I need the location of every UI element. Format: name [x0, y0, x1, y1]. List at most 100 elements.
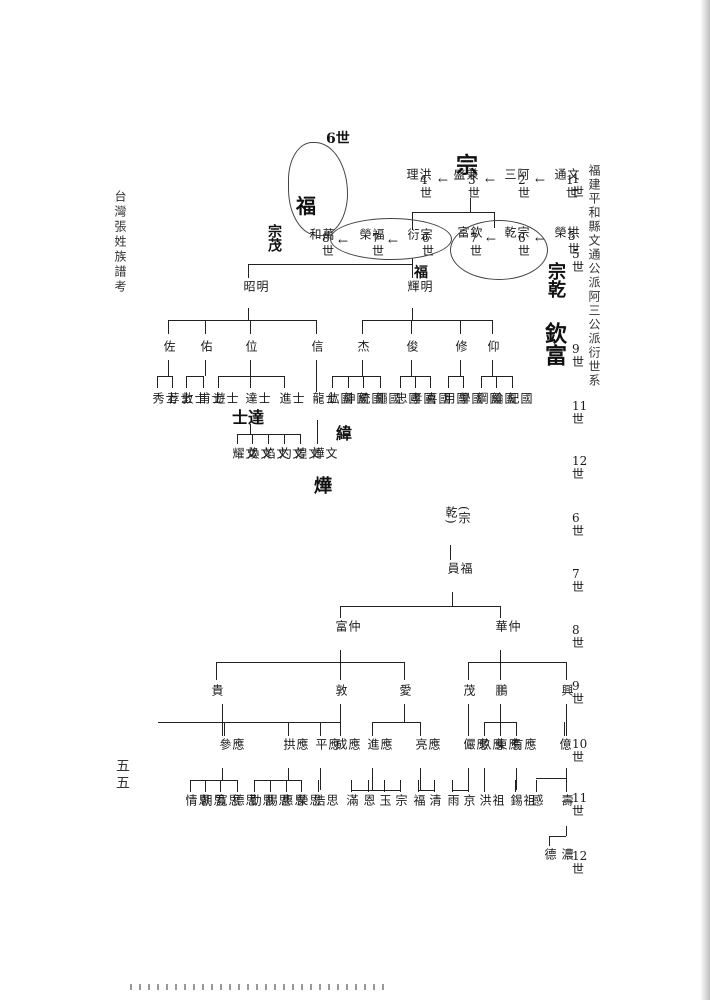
handwriting-oval-2 [450, 220, 548, 280]
page-number: 五五 [114, 758, 130, 792]
side-title: 台灣張姓族譜考 [113, 190, 127, 295]
connector-line [372, 768, 373, 790]
connector-line [320, 768, 321, 790]
connector-line [411, 360, 412, 376]
connector-line [448, 376, 463, 377]
connector-line [420, 722, 421, 736]
connector-line [468, 704, 469, 736]
person-name: 應有 [510, 738, 537, 751]
connector-line [340, 662, 341, 680]
connector-line [404, 662, 405, 680]
handwriting-note: 宗 [456, 153, 479, 179]
connector-line [351, 780, 352, 792]
person-name: 俊 [405, 340, 419, 353]
person-name: 應亮 [414, 738, 441, 751]
connector-line [448, 376, 449, 388]
connector-line [362, 320, 492, 321]
connector-line [222, 704, 223, 736]
connector-line [216, 662, 404, 663]
connector-line [351, 790, 400, 791]
handwriting-note: 緯 [336, 424, 353, 443]
connector-line [566, 780, 567, 792]
person-name: 壽 [560, 794, 574, 807]
connector-line [460, 320, 461, 334]
connector-line [248, 264, 249, 278]
handwriting-note: 宗乾 [545, 262, 566, 298]
person-name: 思德 [231, 794, 258, 807]
connector-line [248, 264, 412, 265]
connector-line [468, 780, 469, 792]
person-name: 濃 [560, 848, 574, 861]
connector-line [158, 722, 340, 723]
person-name: 杰 [356, 340, 370, 353]
person-name: 國忠 [394, 392, 421, 405]
connector-line [268, 434, 269, 444]
person-name: 兼盛 [452, 168, 479, 181]
connector-line [317, 420, 318, 444]
person-name: 拱榮 [553, 226, 580, 239]
connector-line [481, 376, 482, 388]
connector-line [340, 704, 341, 722]
generation-label: 9世 [572, 342, 585, 369]
connector-line [248, 308, 249, 320]
generation-label: 7世 [572, 567, 585, 594]
connector-line [286, 780, 287, 792]
connector-line [500, 650, 501, 662]
person-name: 佐 [162, 340, 176, 353]
connector-line [205, 780, 206, 792]
connector-line [216, 662, 217, 680]
connector-line [372, 722, 373, 736]
connector-line [270, 780, 271, 792]
person-name: 祖洪 [478, 794, 505, 807]
generation-label: 8世 [322, 231, 335, 258]
connector-line [172, 376, 173, 388]
person-name: 應成 [334, 738, 361, 751]
handwriting-note: 宗茂 [266, 224, 282, 252]
connector-line [332, 376, 333, 388]
person-name: 國統 [357, 392, 384, 405]
connector-line [190, 780, 191, 792]
connector-line [492, 360, 493, 376]
connector-line [348, 376, 349, 388]
connector-line [420, 768, 421, 790]
connector-line [500, 704, 501, 722]
person-name: 文焰 [262, 447, 289, 460]
connector-line [237, 780, 238, 792]
handwriting-circle [288, 142, 348, 236]
person-name: 億 [558, 738, 572, 751]
person-name: 應東 [494, 738, 521, 751]
connector-line [468, 722, 469, 736]
handwriting-note: 6世 [326, 131, 350, 147]
connector-line [549, 836, 566, 837]
generation-label: 12世 [572, 849, 588, 876]
person-name: 福 [412, 794, 426, 807]
person-name: 洪理 [405, 168, 432, 181]
connector-line [340, 722, 341, 736]
connector-line [318, 780, 319, 792]
person-name: 信 [310, 340, 324, 353]
person-name: 士敦 [180, 392, 207, 405]
connector-line [320, 722, 321, 736]
person-name: 國紳 [342, 392, 369, 405]
handwriting-note: 福 [414, 265, 428, 281]
connector-line [412, 308, 413, 320]
connector-line [316, 320, 317, 334]
person-name: 雨 [446, 794, 460, 807]
connector-line [418, 790, 434, 791]
person-name: 仰 [486, 340, 500, 353]
connector-line [468, 662, 469, 680]
person-name: 文煥 [246, 447, 273, 460]
person-name: 士荐 [166, 392, 193, 405]
person-name: 思賜 [264, 794, 291, 807]
connector-line [463, 376, 464, 388]
connector-line [340, 606, 500, 607]
generation-label: 5世 [572, 247, 585, 274]
connector-line [500, 662, 501, 680]
connector-line [250, 360, 251, 376]
connector-line [468, 662, 566, 663]
handwriting-note: 欽富 [541, 322, 567, 366]
generation-label: 12世 [572, 454, 588, 481]
connector-line [512, 376, 513, 388]
connector-line [220, 780, 221, 792]
person-name: 文燁 [311, 447, 338, 460]
